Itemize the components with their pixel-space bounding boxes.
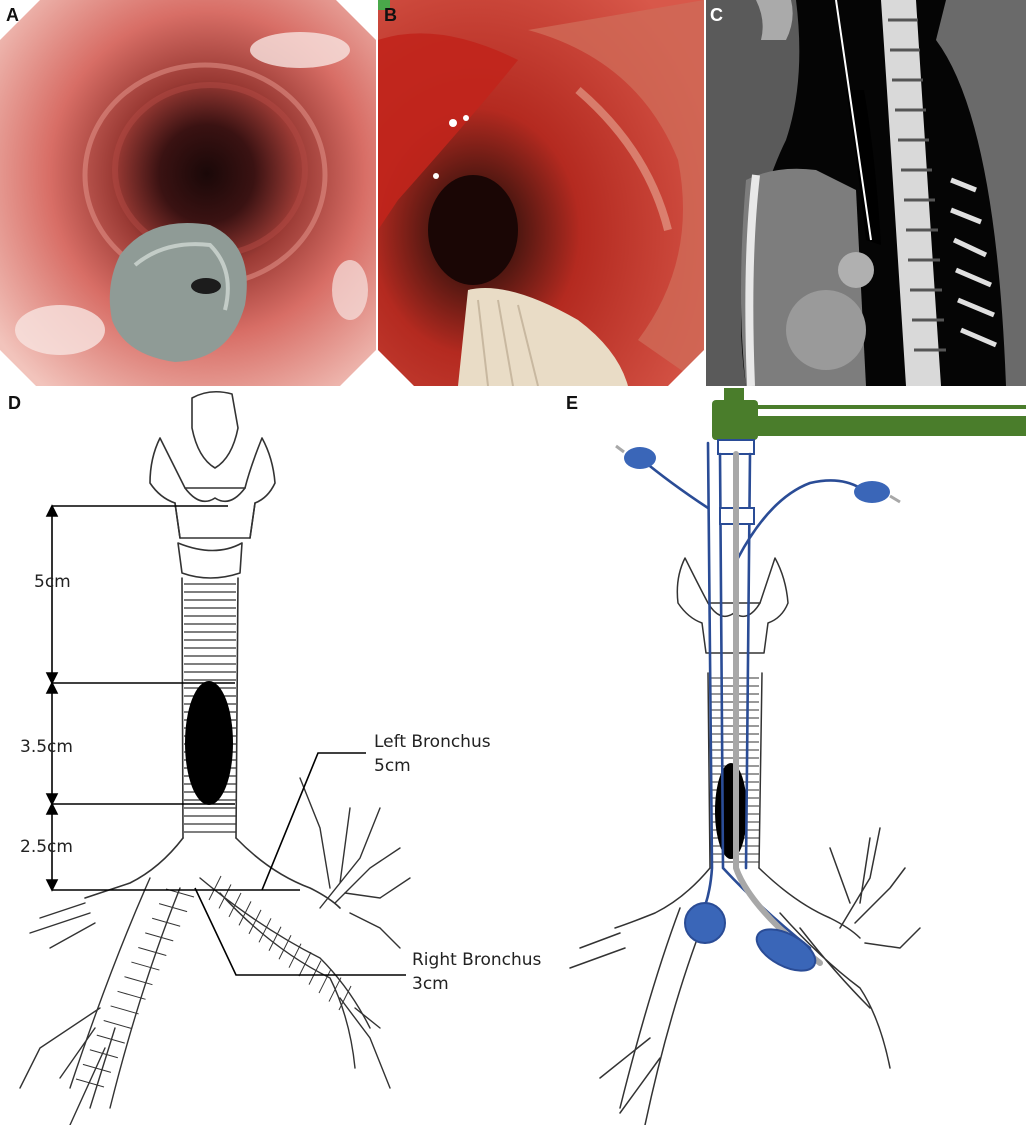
panel-label-b: B — [384, 5, 397, 25]
measure-lower-label: 2.5cm — [20, 837, 73, 857]
tumor-ellipse — [185, 681, 233, 805]
airway-diagram-d — [19, 390, 411, 1125]
panel-c-ct-scan: C — [706, 0, 1026, 386]
panel-b-bronchoscopy: B — [378, 0, 704, 386]
bronchoscopy-image-b — [378, 0, 704, 386]
panel-label-a: A — [6, 5, 19, 25]
left-bronchus-length: 5cm — [374, 756, 411, 776]
ecmo-connector-block — [712, 400, 758, 440]
right-bronchus-name: Right Bronchus — [412, 950, 542, 970]
left-bronchus-label: Left Bronchus 5cm — [374, 730, 491, 778]
tube-diagram-e — [569, 388, 1026, 1125]
measure-tumor-label: 3.5cm — [20, 737, 73, 757]
right-bronchus-length: 3cm — [412, 974, 449, 994]
ct-sagittal-image — [706, 0, 1026, 386]
panel-d-airway-diagram: D 5cm 3.5cm 2.5cm Left Bronchus 5cm Righ… — [0, 388, 600, 1125]
left-bronchus-name: Left Bronchus — [374, 732, 491, 752]
right-bronchus-label: Right Bronchus 3cm — [412, 948, 541, 996]
measure-upper-label: 5cm — [34, 572, 71, 592]
panel-a-bronchoscopy: A — [0, 0, 376, 386]
cuff-right-bronchus — [684, 902, 726, 944]
cuff-left-bronchus — [755, 928, 817, 972]
panel-label-c: C — [710, 5, 723, 25]
bronchoscopy-image-a — [0, 0, 376, 386]
ecmo-connector-tube — [756, 416, 1026, 436]
pilot-balloon-left — [624, 447, 656, 469]
panel-label-e: E — [566, 393, 579, 413]
pilot-balloon-right — [854, 481, 890, 503]
panel-label-d: D — [8, 393, 21, 413]
panel-e-tube-diagram: E — [560, 388, 1026, 1125]
tumor-ellipse-e — [715, 763, 747, 859]
